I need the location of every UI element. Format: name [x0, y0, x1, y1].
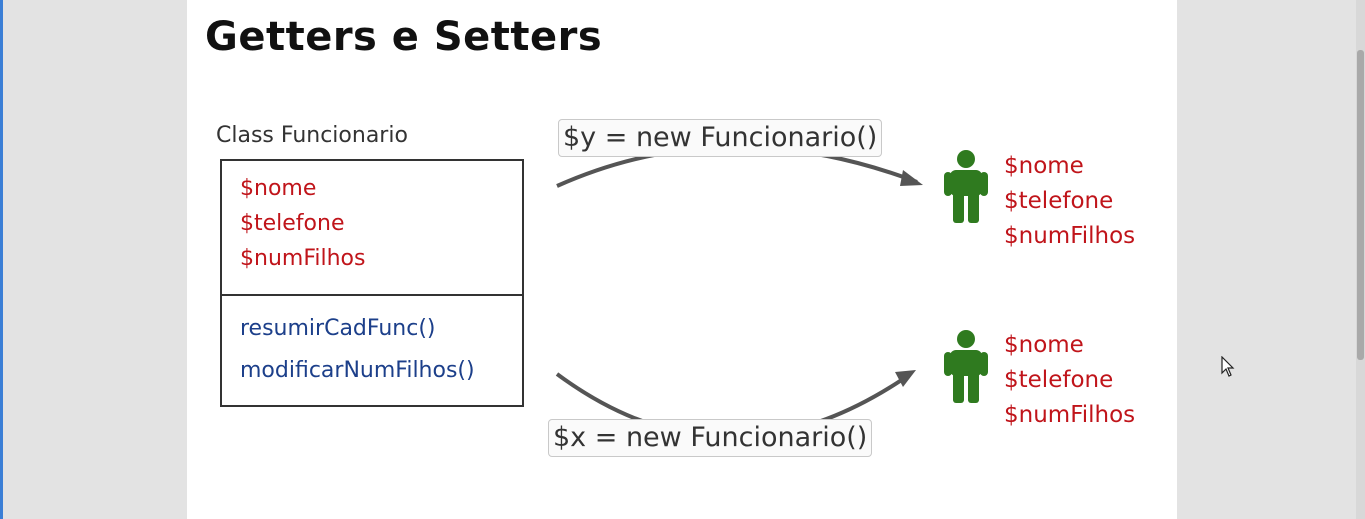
class-method-resumir: resumirCadFunc(): [240, 316, 436, 341]
person-icon: [944, 330, 988, 403]
object-y-attribute-numfilhos: $numFilhos: [1004, 223, 1136, 249]
mouse-pointer-icon: [1221, 356, 1235, 377]
instance-y-code: $y = new Funcionario(): [558, 119, 883, 157]
class-method-modificar: modificarNumFilhos(): [240, 358, 475, 383]
object-y-attribute-nome: $nome: [1004, 153, 1084, 179]
scrollbar-thumb[interactable]: [1357, 50, 1364, 360]
instance-x-code: $x = new Funcionario(): [548, 419, 873, 457]
person-icon: [944, 150, 988, 223]
slide-title: Getters e Setters: [205, 14, 603, 60]
class-attribute-telefone: $telefone: [240, 211, 345, 236]
class-diagram-box: $nome $telefone $numFilhos resumirCadFun…: [220, 159, 524, 407]
class-attribute-nome: $nome: [240, 176, 317, 201]
arrow-head-bottom: [895, 370, 916, 387]
class-divider: [222, 294, 522, 296]
window-left-border: [0, 0, 3, 519]
object-y-attribute-telefone: $telefone: [1004, 188, 1114, 214]
object-x-attribute-numfilhos: $numFilhos: [1004, 402, 1136, 428]
object-x-attribute-nome: $nome: [1004, 332, 1084, 358]
object-x-attribute-telefone: $telefone: [1004, 367, 1114, 393]
class-label: Class Funcionario: [216, 123, 408, 148]
arrow-head-top: [900, 170, 923, 186]
slide-canvas: Getters e Setters Class Funcionario $nom…: [187, 0, 1177, 519]
class-attribute-numfilhos: $numFilhos: [240, 246, 366, 271]
